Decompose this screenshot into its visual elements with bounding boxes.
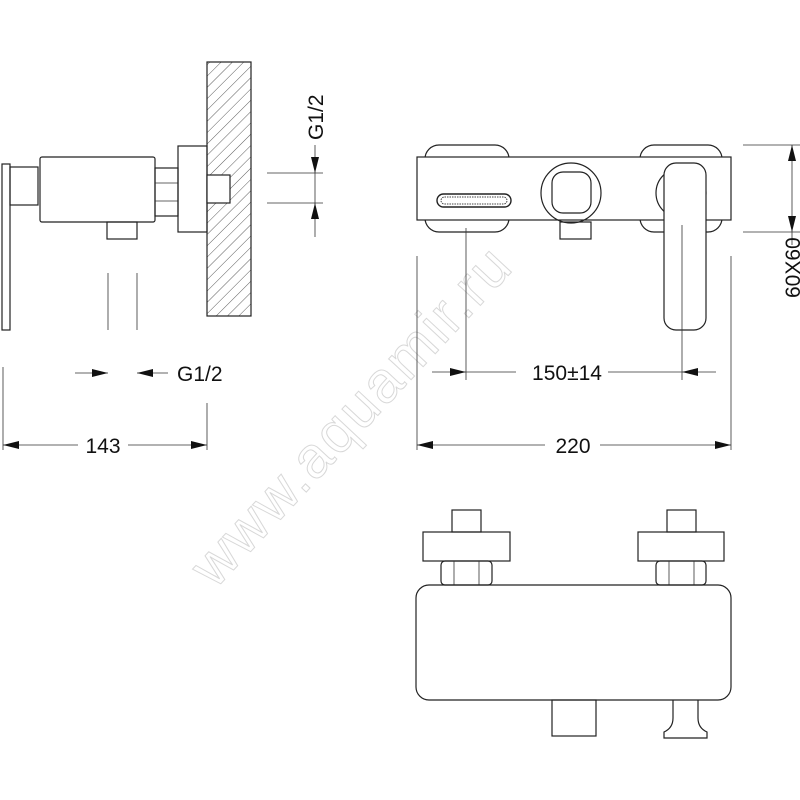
flange-right-top [637, 531, 725, 562]
nut-right [655, 560, 707, 586]
outlet-front [559, 221, 592, 240]
lever-side [1, 163, 11, 331]
lever-bottom [663, 700, 708, 739]
width-dimension-label: 220 [555, 435, 590, 458]
inlet-pipe [206, 174, 231, 204]
depth-dimension-label: 143 [85, 435, 120, 458]
centers-dimension-label: 150±14 [532, 362, 602, 385]
outlet-thread-label: G1/2 [177, 363, 223, 386]
bottom-view [415, 509, 732, 739]
flange-dimension-label: 60X60 [782, 237, 800, 298]
side-view: G1/2 143 G1/2 [1, 61, 328, 458]
outlet-bottom [551, 699, 597, 737]
lever-front [663, 162, 707, 331]
body-side [39, 156, 156, 223]
flange-side [177, 145, 208, 233]
nut-side [154, 167, 179, 217]
flange-left-top [422, 531, 511, 562]
diverter-knob [540, 162, 602, 224]
lever-hub [9, 166, 39, 206]
inlet-thread-label: G1/2 [305, 94, 328, 140]
diverter-slot [436, 193, 512, 208]
outlet-side [106, 221, 138, 240]
front-view: 150±14 220 60X60 [416, 144, 800, 458]
nut-left [440, 560, 493, 586]
body-top [415, 584, 732, 701]
